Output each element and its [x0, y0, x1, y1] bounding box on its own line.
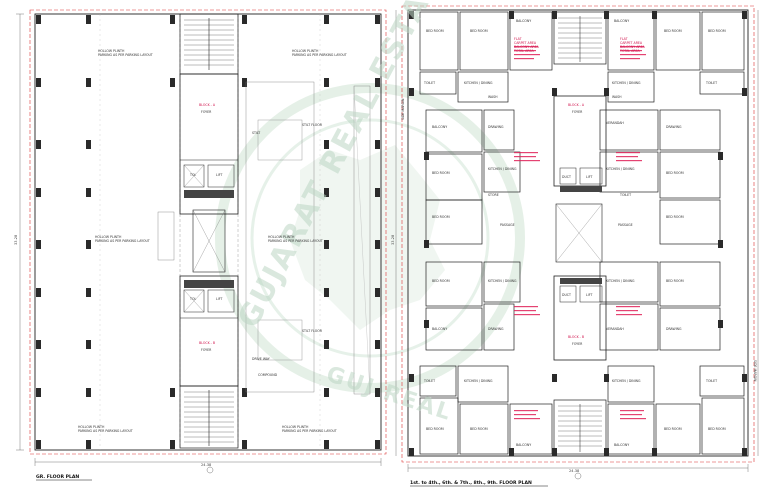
room-label-drawing-2: DRAWING: [666, 125, 682, 129]
block-b-label: BLOCK - B: [199, 341, 215, 345]
room-label-drawing-1: DRAWING: [488, 125, 504, 129]
right-foyer-a-label: FOYER: [572, 110, 583, 114]
room-label-balcony-5: BALCONY: [516, 443, 531, 447]
ground-floor-plan: [16, 9, 387, 474]
compound-label: COMPOUND: [258, 373, 278, 377]
foyer-label-b: FOYER: [201, 348, 212, 352]
room-label-balcony-6: BALCONY: [614, 443, 629, 447]
right-width-dimension: 24.38: [569, 469, 580, 473]
right-duct-b-label: DUCT: [562, 293, 571, 297]
room-label-bed-7: BED ROOM: [666, 171, 684, 175]
room-label-bed-8: BED ROOM: [666, 215, 684, 219]
room-label-toilet-5: TOILET: [705, 379, 717, 383]
right-lift-a-label: LIFT: [586, 175, 592, 179]
room-label-toilet-2: TOILET: [705, 81, 717, 85]
room-label-bed-5: BED ROOM: [432, 171, 450, 175]
room-label-bed-11: BED ROOM: [426, 427, 444, 431]
block-a-label: BLOCK - A: [199, 103, 216, 107]
side-margin-label-left: SIDE MARGIN: [401, 98, 405, 120]
room-label-kitchen-2: KITCHEN / DINING: [612, 81, 641, 85]
room-label-verandah-1: VERANDAH: [606, 121, 624, 125]
room-label-toilet-4: TOILET: [423, 379, 435, 383]
room-label-bed-6: BED ROOM: [432, 215, 450, 219]
room-label-kitchen-8: KITCHEN / DINING: [612, 379, 641, 383]
room-label-bed-14: BED ROOM: [708, 427, 726, 431]
room-label-wash-2: WASH: [612, 95, 622, 99]
lift-label-a: LIFT: [216, 173, 222, 177]
room-label-balcony-3: BALCONY: [432, 125, 447, 129]
room-label-verandah-2: VERANDAH: [606, 327, 624, 331]
toilet-label-a: TOI.: [189, 173, 196, 177]
right-lift-b-label: LIFT: [586, 293, 592, 297]
right-block-b-label: BLOCK - B: [568, 335, 584, 339]
ground-floor-plan-title: GR. FLOOR PLAN: [36, 474, 79, 480]
room-label-passage-2: PASSAGE: [618, 223, 633, 227]
room-label-kitchen-7: KITCHEN / DINING: [464, 379, 493, 383]
typical-floor-plan-title: 1st. to 4th., 6th. & 7th., 8th., 9th. FL…: [410, 480, 532, 486]
stilt-floor-label: STILT FLOOR: [302, 123, 323, 127]
room-label-bed-13: BED ROOM: [664, 427, 682, 431]
room-label-bed-3: BED ROOM: [664, 29, 682, 33]
foyer-label-a: FOYER: [201, 110, 212, 114]
room-label-kitchen-6: KITCHEN / DINING: [606, 279, 635, 283]
room-label-kitchen-1: KITCHEN / DINING: [464, 81, 493, 85]
right-depth-dimension: 33.28: [391, 234, 395, 245]
room-label-passage-1: PASSAGE: [500, 223, 515, 227]
room-label-bed-12: BED ROOM: [470, 427, 488, 431]
room-label-bed-10: BED ROOM: [666, 279, 684, 283]
room-label-toilet-3: TOILET: [619, 193, 631, 197]
room-label-balcony-2: BALCONY: [614, 19, 629, 23]
room-label-kitchen-3: KITCHEN / DINING: [488, 167, 517, 171]
room-label-wash-1: WASH: [488, 95, 498, 99]
room-label-bed-9: BED ROOM: [432, 279, 450, 283]
room-label-kitchen-4: KITCHEN / DINING: [606, 167, 635, 171]
room-label-kitchen-5: KITCHEN / DINING: [488, 279, 517, 283]
lift-label-b: LIFT: [216, 297, 222, 301]
room-label-bed-1: BED ROOM: [426, 29, 444, 33]
toilet-label-b: TOI.: [189, 297, 196, 301]
room-label-balcony-1: BALCONY: [516, 19, 531, 23]
right-block-a-label: BLOCK - A: [568, 103, 585, 107]
stilt-label: STILT: [252, 131, 260, 135]
room-label-toilet-1: TOILET: [423, 81, 435, 85]
room-label-drawing-3: DRAWING: [488, 327, 504, 331]
side-margin-label-right: SIDE MARGIN: [753, 360, 757, 382]
right-foyer-b-label: FOYER: [572, 342, 583, 346]
left-depth-dimension: 33.28: [14, 234, 18, 245]
room-label-bed-4: BED ROOM: [708, 29, 726, 33]
driveway-label: DRIVE WAY: [252, 357, 270, 361]
right-duct-a-label: DUCT: [562, 175, 571, 179]
room-label-store-1: STORE: [488, 193, 499, 197]
room-label-drawing-4: DRAWING: [666, 327, 682, 331]
typical-floor-plan: [395, 5, 759, 480]
room-label-bed-2: BED ROOM: [470, 29, 488, 33]
room-label-balcony-4: BALCONY: [432, 327, 447, 331]
left-width-dimension: 24.38: [201, 463, 212, 467]
stilt-floor-label-2: STILT FLOOR: [302, 329, 323, 333]
